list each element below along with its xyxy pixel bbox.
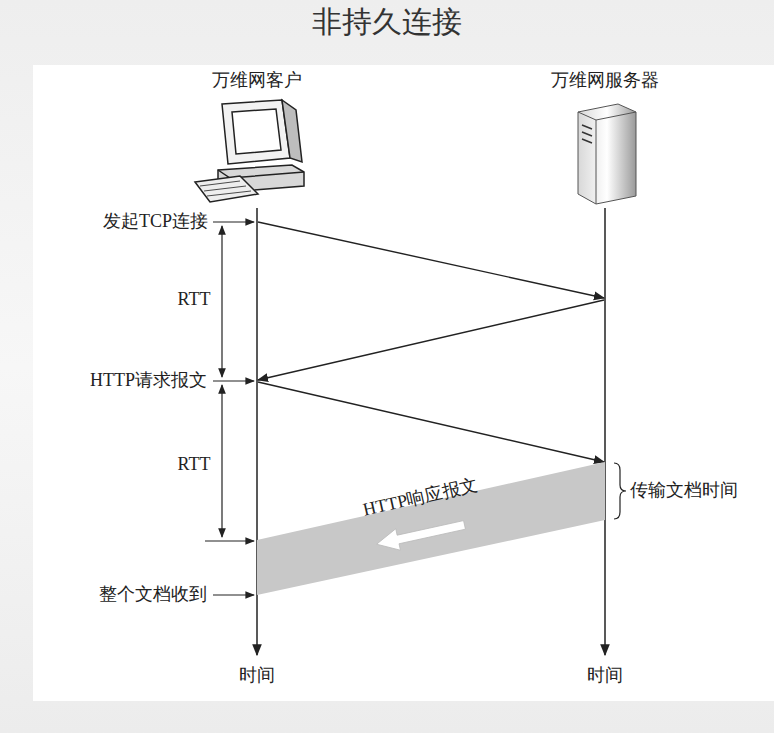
server-icon [578,104,636,204]
computer-icon [195,100,304,202]
annotation-label: 时间 [587,665,623,687]
dimension-line [221,226,222,377]
brace [614,463,626,519]
panel [33,65,774,701]
message-arrow [258,382,604,462]
message-arrow [258,300,604,380]
annotation-label: 时间 [239,665,275,687]
annotation-label: 整个文档收到 [99,584,207,606]
message-line [258,222,604,298]
pointer-arrow [205,540,254,541]
pointer-arrow [213,594,254,595]
message-arrow [258,222,604,298]
endpoint-node: 万维网客户 [212,70,302,92]
server-timeline [604,208,606,655]
pointer-arrow [213,221,254,222]
response-band [257,462,605,595]
annotation-label: RTT [178,454,211,476]
annotation-label: HTTP请求报文 [90,370,207,392]
annotation-label: RTT [178,289,211,311]
node-heading: 万维网服务器 [551,70,659,92]
endpoint-node: 万维网服务器 [551,70,659,92]
pointer-arrow [213,380,254,381]
title: 非持久连接 [312,4,462,40]
message-arrow [257,462,605,595]
annotation-label: 发起TCP连接 [103,211,208,233]
annotation-label: 传输文档时间 [630,480,738,502]
direction-arrow [374,514,467,555]
message-line [258,382,604,462]
message-line [258,300,604,380]
dimension-line [221,385,222,537]
node-heading: 万维网客户 [212,70,302,92]
